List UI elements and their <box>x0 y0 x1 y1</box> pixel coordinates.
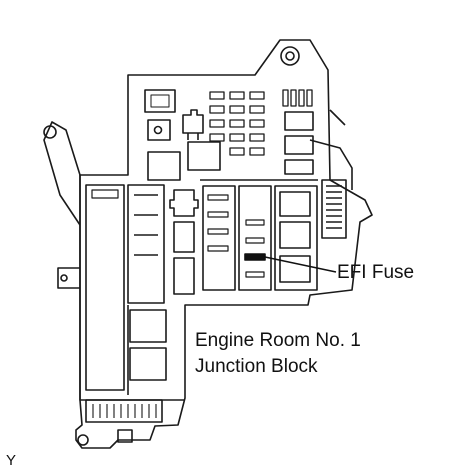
small-relay-b <box>173 257 195 295</box>
relay-right-2 <box>284 135 314 155</box>
left-fuse-column <box>85 184 125 391</box>
relay-mid-right <box>187 141 221 171</box>
relay-right-1 <box>284 111 314 131</box>
fuse-column-2 <box>238 185 272 291</box>
relay-small-left <box>147 119 171 141</box>
housing-outline <box>75 39 373 449</box>
left-bracket-hole <box>43 125 57 139</box>
small-relay-a <box>173 221 195 253</box>
figure-code: Y <box>6 452 17 469</box>
bottom-connector <box>85 399 163 423</box>
fuse-column-1 <box>202 185 236 291</box>
component-name-line2: Junction Block <box>195 356 318 377</box>
lower-relay-2 <box>129 347 167 381</box>
blade-fuses <box>282 89 313 107</box>
relay-column-right <box>274 185 318 291</box>
relay-mid-left <box>147 151 181 181</box>
mini-fuse-grid <box>209 91 265 156</box>
upper-bolt-hole <box>280 46 300 66</box>
efi-fuse <box>244 253 266 261</box>
relay-top-left <box>144 89 176 113</box>
left-tab <box>57 267 80 289</box>
connector-plug <box>182 109 204 140</box>
component-name-line1: Engine Room No. 1 <box>195 330 361 351</box>
efi-leader-line <box>264 256 337 273</box>
lower-relay-1 <box>129 309 167 343</box>
side-connector <box>169 189 199 217</box>
left-bracket <box>43 121 81 226</box>
right-side-ribs <box>309 109 353 190</box>
lower-bolt-hole <box>77 434 89 446</box>
efi-fuse-label: EFI Fuse <box>337 262 415 283</box>
relay-right-3 <box>284 159 314 175</box>
left-mid-column <box>127 184 165 304</box>
